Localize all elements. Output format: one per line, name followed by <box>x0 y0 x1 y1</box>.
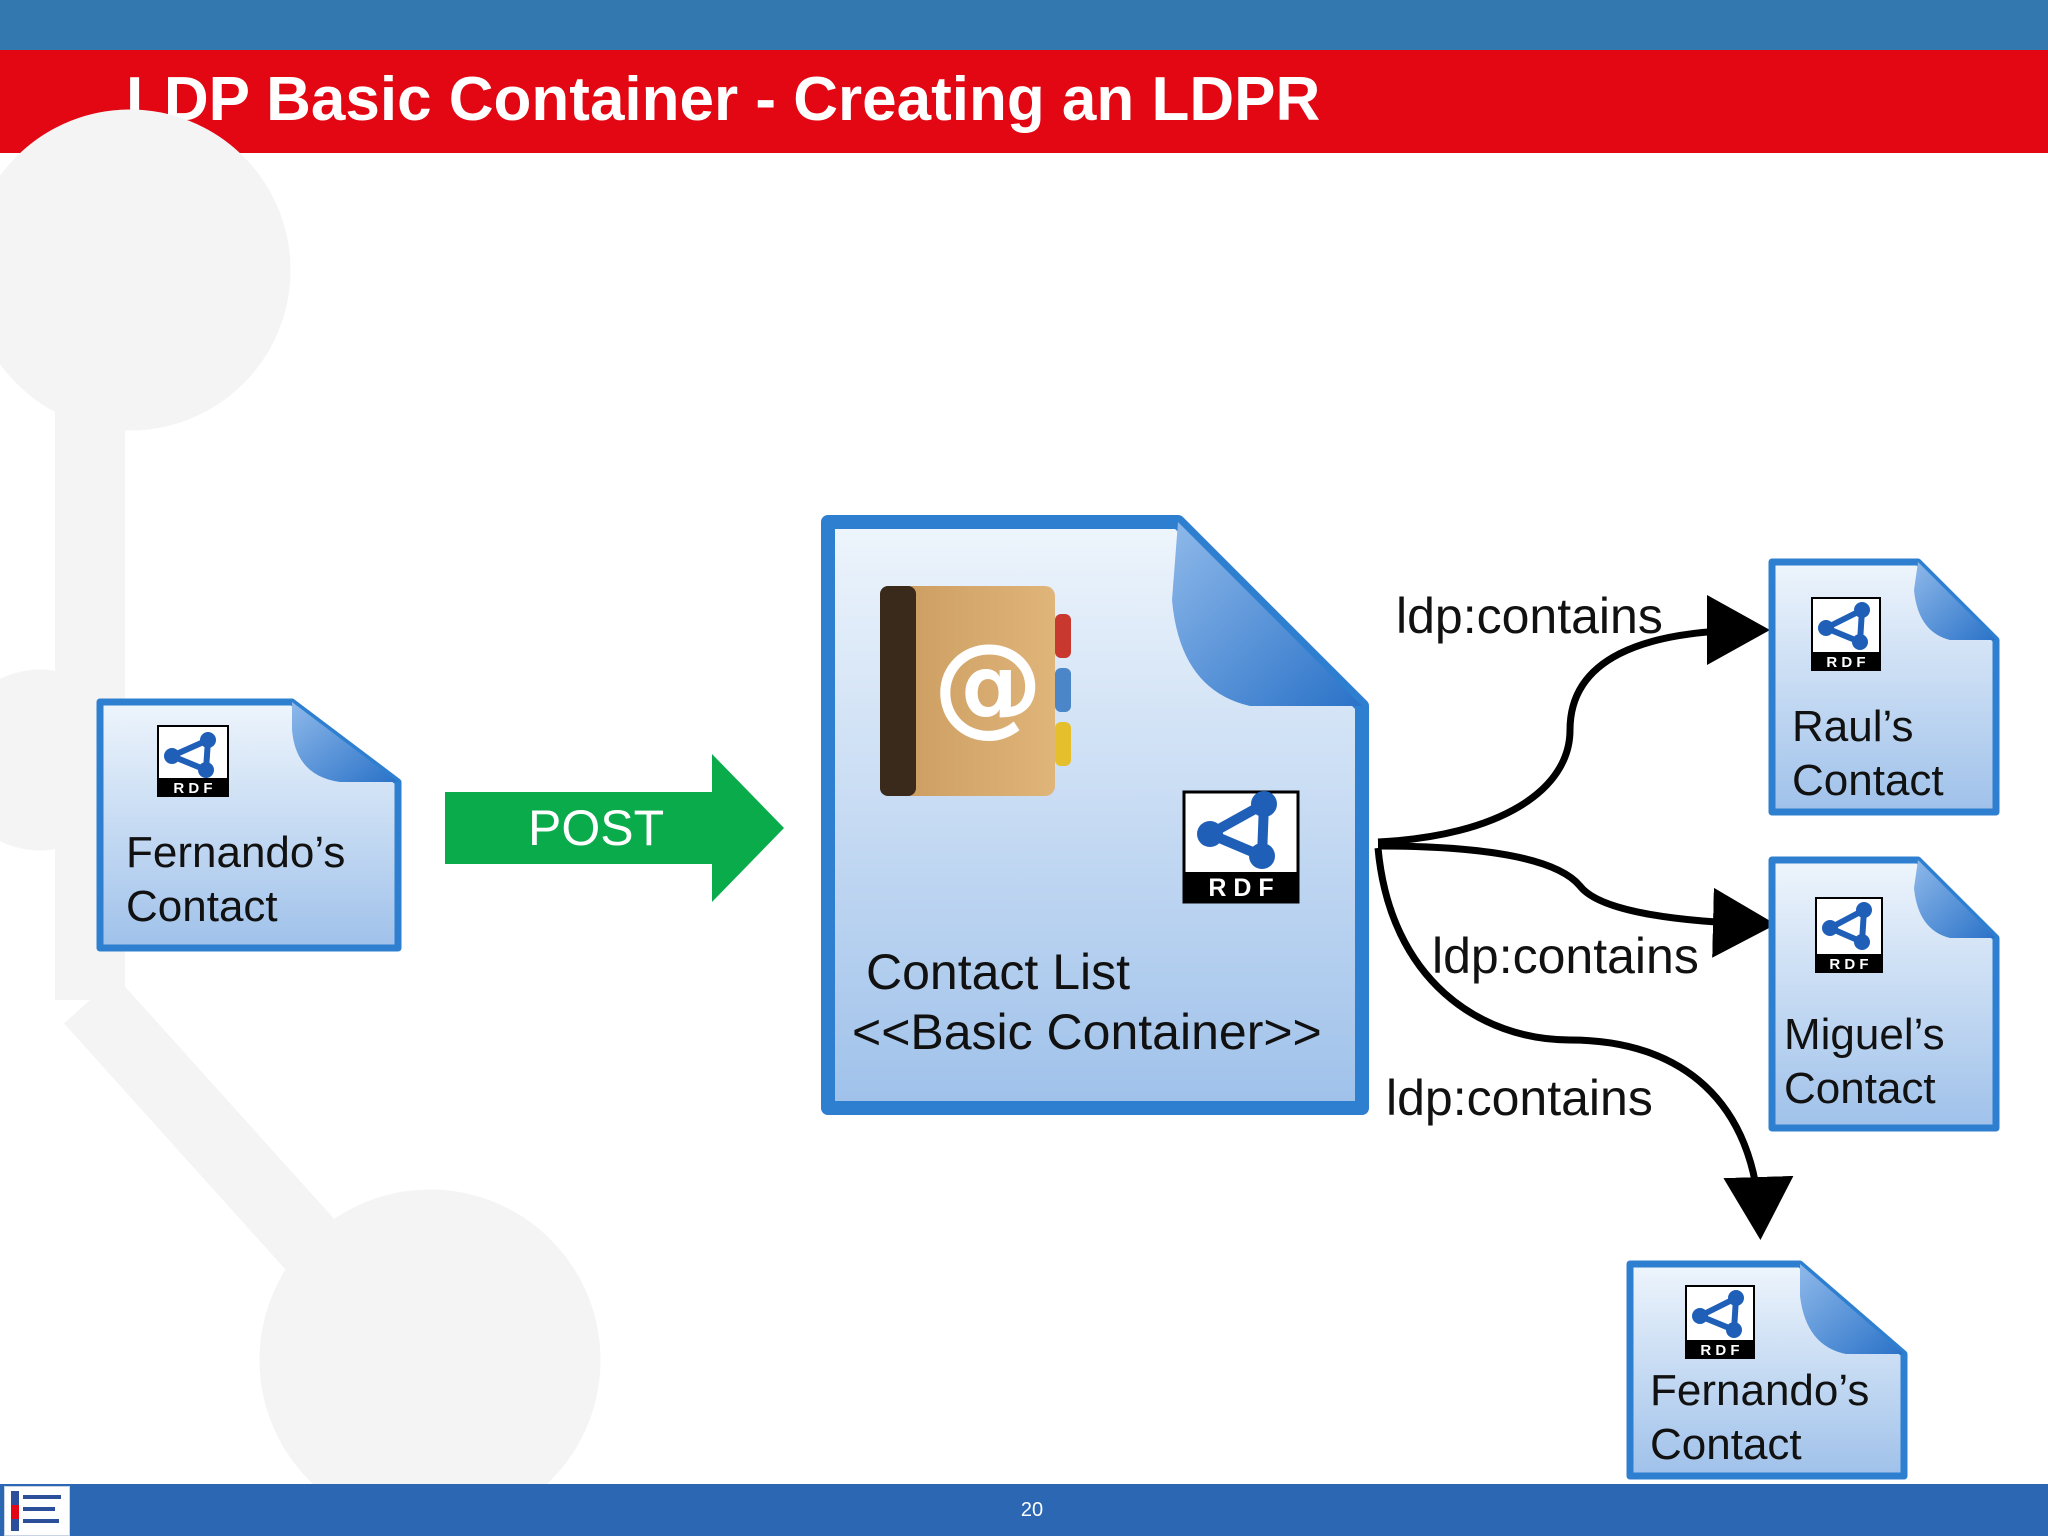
edge-arrow-raul <box>1377 595 1770 846</box>
diagram-canvas: R D F @ R D F <box>0 109 2000 1484</box>
rdf-icon <box>157 725 229 797</box>
fernando-contained-label-line2: Contact <box>1650 1420 1802 1469</box>
top-band <box>0 0 2048 50</box>
edge-label-fernando: ldp:contains <box>1386 1070 1653 1126</box>
miguel-contact-label-line1: Miguel’s <box>1784 1010 1945 1059</box>
page-number: 20 <box>1020 1499 1044 1521</box>
edge-label-raul: ldp:contains <box>1396 588 1663 644</box>
source-resource-label-line2: Contact <box>126 882 278 931</box>
rdf-icon <box>1685 1285 1755 1359</box>
address-book-icon: @ <box>880 586 1071 796</box>
raul-contact-label-line1: Raul’s <box>1792 702 1914 751</box>
post-label: POST <box>528 800 665 856</box>
post-arrow <box>445 754 784 902</box>
raul-contact-label-line2: Contact <box>1792 756 1944 805</box>
rdf-icon-text: R D F <box>1700 1342 1739 1359</box>
container-label-line1: Contact List <box>866 944 1131 1000</box>
svg-text:@: @ <box>933 620 1043 748</box>
rdf-icon-text: R D F <box>173 780 212 797</box>
footer-bar <box>0 1484 2048 1536</box>
rdf-icon <box>1815 897 1883 973</box>
rdf-icon-text: R D F <box>1208 874 1273 902</box>
edge-label-miguel: ldp:contains <box>1432 928 1699 984</box>
title-bar <box>0 50 2048 153</box>
miguel-contact-label-line2: Contact <box>1784 1064 1936 1113</box>
slide-title: LDP Basic Container - Creating an LDPR <box>126 65 1321 134</box>
rdf-icon-text: R D F <box>1829 956 1868 973</box>
fernando-contained-label-line1: Fernando’s <box>1650 1366 1870 1415</box>
source-resource-label-line1: Fernando’s <box>126 828 346 877</box>
rdf-icon-text: R D F <box>1826 654 1865 671</box>
rdf-icon <box>1182 790 1300 904</box>
container-label-line2: <<Basic Container>> <box>852 1004 1322 1060</box>
edge-arrow-miguel <box>1377 842 1776 958</box>
rdf-icon <box>1811 597 1881 671</box>
edge-arrow-fernando <box>1374 847 1794 1240</box>
